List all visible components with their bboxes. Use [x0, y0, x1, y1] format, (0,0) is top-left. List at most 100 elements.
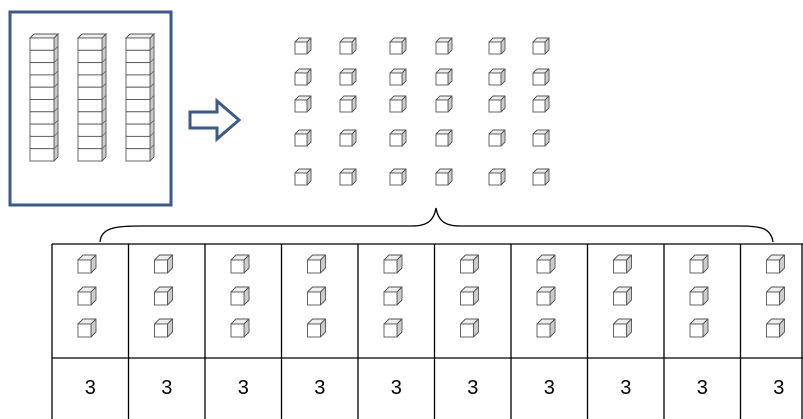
group-unit-cube — [77, 254, 97, 274]
cube-front-face — [294, 72, 308, 86]
unit-cube — [532, 95, 550, 113]
cube-front-face — [307, 291, 321, 306]
group-unit-cube — [307, 318, 326, 338]
brace-path — [99, 207, 774, 243]
unit-cube — [435, 168, 453, 186]
rod-unit — [125, 111, 151, 125]
rod-unit — [29, 49, 55, 64]
rod-unit-edge — [149, 82, 155, 88]
rod-unit-edge — [101, 95, 107, 100]
cube-front-face — [294, 41, 308, 55]
rod-unit — [29, 86, 55, 100]
rod-unit-edge — [53, 95, 59, 100]
unit-cube — [435, 95, 453, 113]
cube-front-face — [339, 72, 353, 86]
rod-unit — [29, 62, 55, 76]
cube-front-face — [460, 259, 474, 274]
unit-cube — [339, 95, 357, 113]
rod-unit-edge — [101, 46, 107, 51]
unit-cube — [339, 129, 357, 147]
group-unit-cube — [307, 286, 326, 306]
cube-front-face — [689, 291, 704, 306]
cube-front-face — [488, 99, 502, 113]
unit-cube — [488, 37, 506, 55]
arrow-shape — [188, 97, 242, 143]
unit-cube — [488, 95, 506, 113]
unit-cube — [339, 168, 357, 186]
hollow-right-arrow-icon — [188, 97, 242, 143]
rod-unit — [77, 62, 103, 76]
unit-cube — [294, 168, 312, 186]
rod-unit-edge — [101, 107, 107, 113]
rod-unit-edge — [149, 33, 155, 39]
cube-front-face — [154, 259, 168, 274]
group-unit-cube — [154, 318, 173, 338]
group-unit-cube — [307, 254, 326, 274]
group-unit-cube — [536, 318, 556, 338]
cube-front-face — [294, 99, 308, 113]
rod-unit — [29, 135, 55, 150]
unit-cube — [488, 68, 506, 86]
rod-unit-edge — [101, 132, 107, 137]
group-unit-cube — [766, 254, 785, 274]
rod-unit-edge — [149, 132, 155, 137]
unit-cube — [294, 95, 312, 113]
cube-front-face — [389, 172, 403, 186]
unit-cube — [488, 168, 506, 186]
cube-front-face — [460, 323, 474, 338]
tens-rod — [76, 32, 108, 163]
cube-front-face — [339, 133, 353, 147]
rod-unit — [77, 135, 103, 150]
group-unit-cube — [536, 286, 556, 306]
group-unit-cube — [613, 286, 632, 306]
group-unit-cube — [766, 286, 785, 306]
cube-front-face — [307, 323, 321, 338]
rod-unit-edge — [149, 95, 155, 100]
tens-rod — [124, 32, 156, 163]
unit-cube — [389, 168, 407, 186]
cube-front-face — [613, 323, 627, 338]
group-unit-cube — [77, 286, 97, 306]
rod-unit-edge — [53, 107, 59, 113]
cube-front-face — [766, 323, 780, 338]
cube-front-face — [383, 259, 398, 274]
group-unit-cube — [460, 286, 479, 306]
rod-unit — [125, 74, 151, 88]
rod-unit — [77, 123, 103, 137]
unit-cube — [294, 68, 312, 86]
group-unit-cube — [460, 254, 479, 274]
cube-front-face — [294, 133, 308, 147]
rod-unit-edge — [53, 119, 59, 125]
cube-front-face — [488, 72, 502, 86]
rod-unit-edge — [101, 82, 107, 88]
rod-unit-edge — [53, 58, 59, 63]
cube-front-face — [488, 133, 502, 147]
rod-unit — [29, 37, 55, 51]
cube-front-face — [77, 259, 92, 274]
group-unit-cube — [613, 318, 632, 338]
cube-front-face — [435, 133, 449, 147]
unit-cube — [435, 129, 453, 147]
unit-cube — [294, 129, 312, 147]
cube-front-face — [383, 291, 398, 306]
group-unit-cube — [154, 254, 173, 274]
cube-front-face — [613, 259, 627, 274]
unit-cube — [389, 95, 407, 113]
rod-unit-edge — [53, 144, 59, 149]
cube-front-face — [532, 172, 546, 186]
cube-front-face — [389, 99, 403, 113]
cube-front-face — [689, 323, 704, 338]
cube-front-face — [536, 323, 551, 338]
cube-front-face — [230, 291, 245, 306]
rod-unit-edge — [53, 70, 59, 76]
unit-cube — [488, 129, 506, 147]
group-unit-cube — [689, 286, 709, 306]
cube-front-face — [766, 259, 780, 274]
cube-front-face — [230, 323, 245, 338]
group-unit-cube — [766, 318, 785, 338]
cube-front-face — [339, 99, 353, 113]
ungrouped-unit-cubes — [294, 37, 550, 186]
group-unit-cube — [689, 254, 709, 274]
group-unit-cube — [383, 318, 403, 338]
